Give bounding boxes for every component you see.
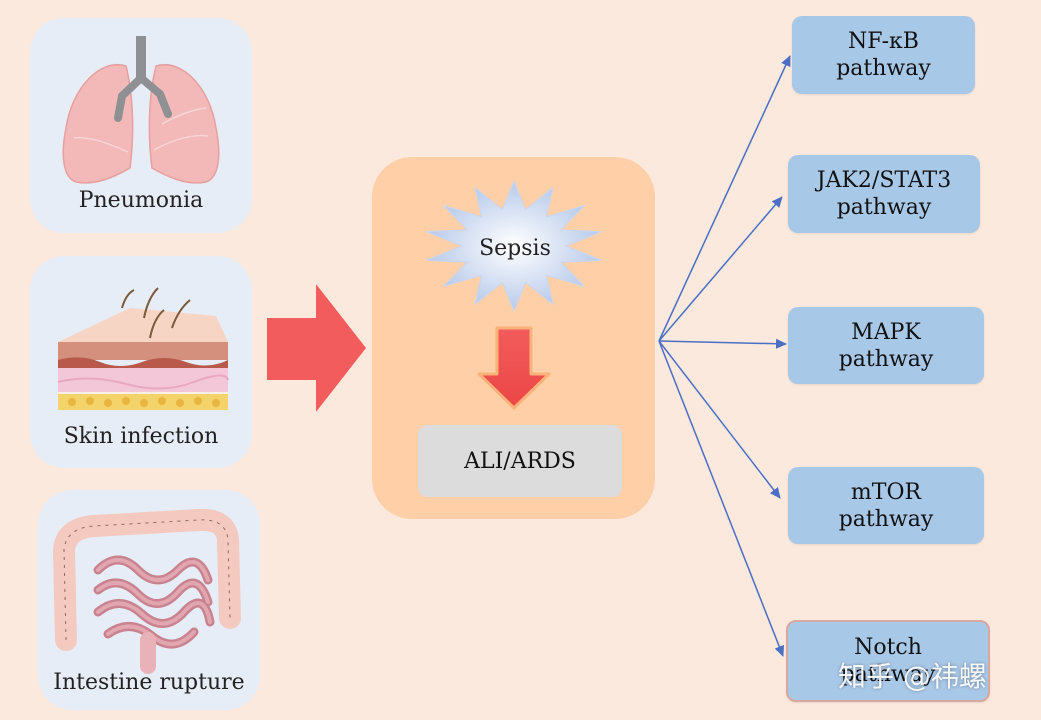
pathway-jak2-stat3: JAK2/STAT3 pathway [788, 155, 980, 233]
cause-label: Skin infection [63, 424, 219, 449]
connector-arrow [658, 338, 787, 349]
skin-icon [57, 287, 229, 410]
sepsis-label: Sepsis [479, 236, 551, 261]
pathway-mtor: mTOR pathway [788, 467, 984, 544]
lungs-icon [62, 36, 220, 184]
ali-ards-box: ALI/ARDS [418, 425, 622, 497]
pathway-suffix: pathway [838, 346, 934, 372]
pathway-mapk: MAPK pathway [788, 307, 984, 384]
pathway-nf-kb: NF-κB pathway [792, 16, 975, 94]
cause-label: Intestine rupture [53, 670, 245, 695]
big-right-arrow [267, 284, 366, 412]
pathway-name: Notch [854, 635, 922, 660]
pathway-name: NF-κB [848, 29, 919, 54]
connector-arrow [658, 55, 791, 342]
pathway-notch: Notch pathway [786, 620, 990, 702]
pathway-suffix: pathway [840, 662, 936, 687]
watermark: 知乎 @祎螺 [838, 660, 987, 693]
intestine-icon [52, 508, 241, 674]
cause-card-pneumonia: Pneumonia [30, 18, 252, 233]
pathway-connectors [658, 55, 791, 657]
down-arrow [477, 326, 551, 410]
cause-card-skin-infection: Skin infection [30, 256, 252, 468]
pathway-suffix: pathway [836, 56, 931, 81]
pathway-suffix: pathway [838, 506, 934, 532]
sepsis-burst-icon [426, 179, 602, 313]
connector-arrow [658, 340, 781, 499]
pathway-name: mTOR [850, 479, 922, 505]
cause-card-intestine-rupture: Intestine rupture [38, 490, 260, 710]
pathway-name: JAK2/STAT3 [816, 168, 952, 193]
connector-arrow [658, 196, 783, 342]
connector-arrow [658, 340, 784, 657]
pathway-suffix: pathway [836, 195, 932, 220]
cause-label: Pneumonia [78, 188, 204, 213]
pathway-name: MAPK [851, 319, 921, 345]
